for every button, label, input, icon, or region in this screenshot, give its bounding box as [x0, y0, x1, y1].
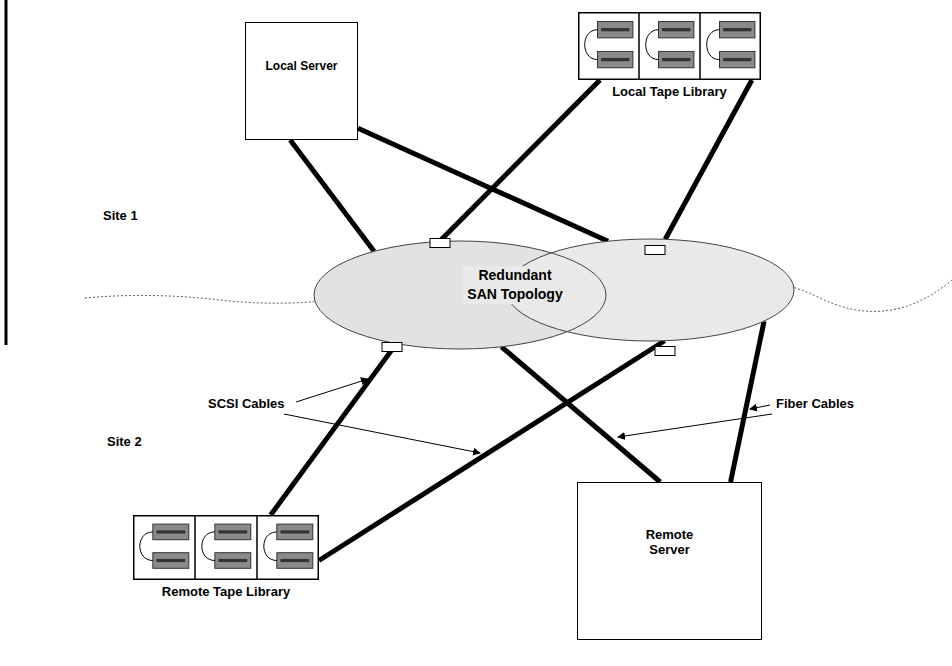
- tape-library: Local Tape Library: [578, 12, 761, 80]
- site-label: Site 2: [107, 434, 142, 449]
- leader-arrow: [750, 405, 770, 409]
- cable-line: [439, 80, 600, 242]
- node-label: Local Tape Library: [612, 84, 727, 99]
- node-label: Remote Server: [630, 527, 710, 557]
- margin-bar: [5, 0, 8, 345]
- library-art: [133, 515, 319, 580]
- cable-line: [665, 80, 752, 239]
- leader-arrow: [284, 414, 480, 453]
- cable-line: [358, 128, 608, 241]
- server-box: Local Server: [245, 22, 358, 140]
- cable-label: SCSI Cables: [208, 396, 285, 411]
- library-art: [578, 12, 761, 80]
- cable-label: Fiber Cables: [776, 396, 854, 411]
- cable-line: [271, 344, 397, 515]
- cable-line: [290, 140, 374, 251]
- server-box: Remote Server: [577, 482, 762, 640]
- node-label: Local Server: [265, 59, 337, 73]
- cable-line: [501, 347, 660, 482]
- san-topology: Redundant SAN Topology: [312, 238, 795, 352]
- leader-arrow: [618, 414, 772, 437]
- site-label: Site 1: [103, 208, 138, 223]
- node-label: Remote Tape Library: [162, 584, 290, 599]
- cable-line: [731, 321, 765, 482]
- node-label: Redundant SAN Topology: [463, 266, 567, 304]
- tape-library: Remote Tape Library: [133, 515, 319, 580]
